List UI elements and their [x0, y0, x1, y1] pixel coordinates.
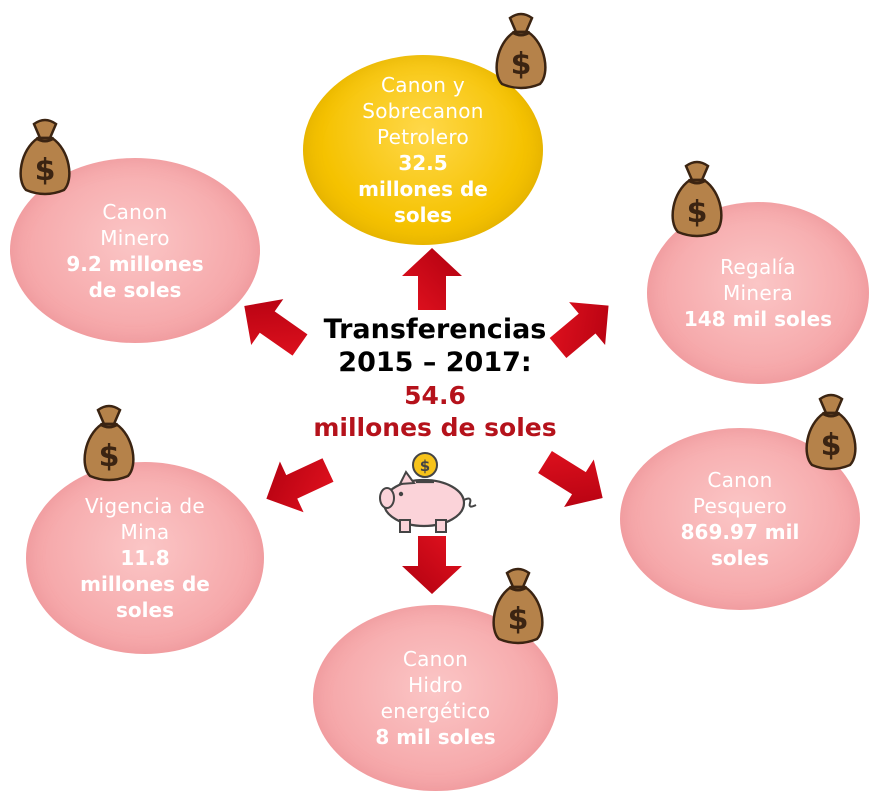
node-vigencia-de-mina: Vigencia de Mina 11.8 millones de soles [26, 462, 264, 654]
node-amount: 9.2 millones [66, 251, 204, 276]
node-label: Canon [102, 199, 168, 224]
node-unit: millones de [358, 177, 488, 201]
node-amount: 869.97 mil [680, 520, 800, 544]
arrow-down-left [266, 458, 334, 513]
arrow-down [402, 536, 462, 594]
center-summary: Transferencias 2015 – 2017: 54.6 millone… [275, 313, 595, 443]
money-bag-icon: $ [19, 118, 71, 196]
node-amount: 148 mil soles [683, 307, 833, 331]
arrow-down-right [538, 450, 603, 507]
node-label: Regalía [720, 255, 796, 279]
node-regalia-minera: Regalía Minera 148 mil soles [647, 202, 869, 384]
center-title: Transferencias [323, 314, 547, 345]
node-amount: 32.5 [398, 151, 448, 175]
money-bag-icon: $ [495, 12, 547, 90]
node-label: Vigencia de [85, 494, 205, 518]
node-amount: 8 mil soles [375, 725, 496, 749]
svg-text:$: $ [687, 195, 708, 230]
svg-text:$: $ [821, 428, 842, 463]
node-label: energético [380, 699, 491, 723]
node-label: Petrolero [376, 125, 470, 149]
node-label: Canon [402, 647, 469, 671]
node-unit: soles [394, 203, 452, 227]
svg-text:$: $ [508, 602, 529, 637]
svg-text:$: $ [99, 439, 120, 474]
node-unit: soles [116, 598, 174, 622]
node-unit: soles [711, 546, 769, 570]
node-label: Canon y [380, 73, 466, 97]
node-label: Mina [120, 520, 170, 544]
node-label: Sobrecanon [362, 99, 484, 123]
node-unit: millones de [80, 572, 210, 596]
arrow-up [402, 248, 462, 310]
node-label: Minero [100, 225, 170, 250]
node-label: Pesquero [692, 494, 788, 518]
node-label: Hidro [408, 673, 463, 697]
node-amount: 11.8 [120, 546, 170, 570]
arrow-up-left [244, 299, 308, 356]
money-bag-icon: $ [671, 160, 723, 238]
money-bag-icon: $ [83, 404, 135, 482]
center-unit: millones de soles [313, 413, 557, 442]
center-amount: 54.6 [404, 381, 466, 410]
node-label: Minera [722, 281, 794, 305]
svg-text:$: $ [511, 47, 532, 82]
node-unit: de soles [88, 277, 182, 302]
center-period: 2015 – 2017: [338, 347, 532, 378]
arrow-up-right [549, 302, 609, 358]
money-bag-icon: $ [805, 393, 857, 471]
node-label: Canon [707, 468, 773, 492]
node-canon-petrolero: Canon y Sobrecanon Petrolero 32.5 millon… [303, 55, 543, 245]
svg-text:$: $ [35, 153, 56, 188]
money-bag-icon: $ [492, 567, 544, 645]
